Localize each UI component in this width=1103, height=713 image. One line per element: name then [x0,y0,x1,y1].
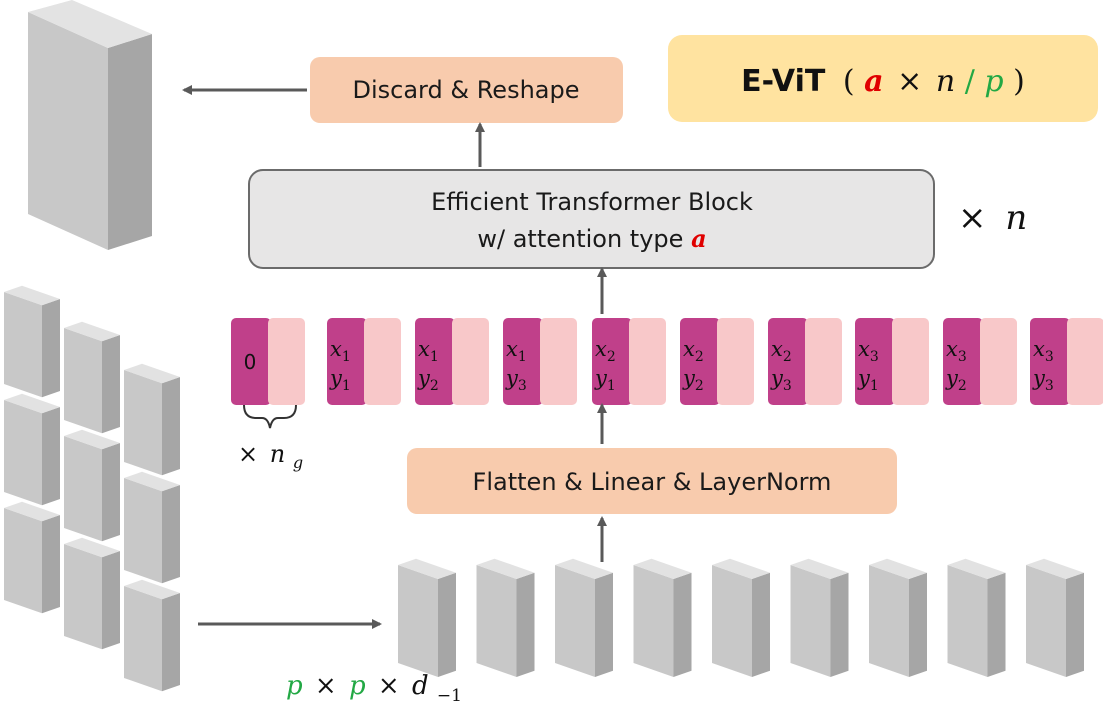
token-y-label: y1 [329,366,351,394]
token: 0 [231,318,305,405]
title-var-a: a [864,64,883,99]
input-patch-block [64,537,120,650]
patch-block [947,558,1006,677]
token-content-cell [943,318,983,405]
token-x-label: x2 [771,337,792,365]
input-patch-grid [4,285,180,692]
token-embedding-cell [629,318,666,405]
title-var-p: p [984,64,1003,99]
transformer-label-line1: Efficient Transformer Block [431,188,753,216]
input-patch-block [64,429,120,542]
token-embedding-cell [717,318,754,405]
input-patch-block [124,471,180,584]
token-embedding-cell [980,318,1017,405]
token-content-cell [680,318,720,405]
token-x-label: x3 [946,337,967,365]
token-content-cell [415,318,455,405]
token-content-cell [768,318,808,405]
token-x-label: x3 [1033,337,1054,365]
patch-sequence [398,558,1084,677]
token-y-label: y3 [770,366,792,394]
input-patch-block [124,363,180,476]
token-content-cell [327,318,367,405]
patch-block [633,558,692,677]
token-embedding-cell [268,318,305,405]
token-x-label: x2 [683,337,704,365]
flatten-label: Flatten & Linear & LayerNorm [473,468,832,496]
input-patch-block [4,501,60,614]
token-y-label: y2 [417,366,439,394]
token-x-label: x1 [418,337,439,365]
token-content-cell [231,318,271,405]
repeat-label: × n [958,198,1027,238]
flatten-block: Flatten & Linear & LayerNorm [407,448,897,514]
title-name: E-ViT [741,64,826,99]
token-x-label: x3 [858,337,879,365]
patch-block [476,558,535,677]
token-y-label: y3 [1032,366,1054,394]
token-embedding-cell [1067,318,1103,405]
token-embedding-cell [452,318,489,405]
token-y-label: y1 [594,366,616,394]
input-patch-block [4,393,60,506]
token-y-label: y2 [682,366,704,394]
token-label: 0 [244,350,257,374]
input-patch-block [64,321,120,434]
output-feature-map [28,0,152,250]
patch-block [712,558,770,677]
token-content-cell [503,318,543,405]
discard-reshape-label: Discard & Reshape [353,76,580,104]
token-content-cell [855,318,895,405]
transformer-block: Efficient Transformer Block w/ attention… [248,169,935,269]
token-embedding-cell [805,318,842,405]
token-y-label: y1 [857,366,879,394]
token-x-label: x1 [330,337,351,365]
token-content-cell [1030,318,1070,405]
ng-label: × n g [238,440,303,472]
token-content-cell [592,318,632,405]
title-var-n: n [936,64,955,99]
patch-block [869,558,927,677]
token-y-label: y2 [945,366,967,394]
patch-size-label: p × p × d −1 [286,671,462,706]
ng-brace: × n g [238,404,303,472]
patch-block [1026,558,1084,677]
transformer-label-line2: w/ attention type a [477,224,706,253]
title-text: E-ViT ( a × n / p ) [741,64,1025,99]
input-patch-block [4,285,60,398]
attention-type-var: a [691,224,707,253]
discard-reshape-block: Discard & Reshape [310,57,623,123]
token-y-label: y3 [505,366,527,394]
patch-block [790,558,849,677]
token-x-label: x2 [595,337,616,365]
patch-block [555,558,613,677]
token-embedding-cell [540,318,577,405]
token-x-label: x1 [506,337,527,365]
token-embedding-cell [892,318,929,405]
title-box: E-ViT ( a × n / p ) [668,35,1098,122]
token-embedding-cell [364,318,401,405]
patch-block [398,558,456,677]
input-patch-block [124,579,180,692]
